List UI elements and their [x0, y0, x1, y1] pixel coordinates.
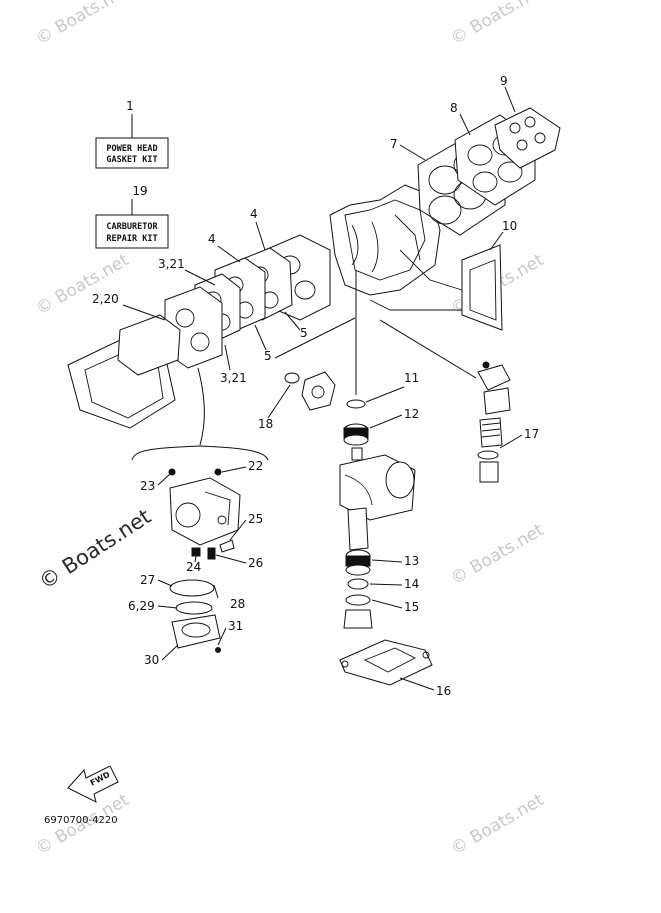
callout-19: 19: [132, 184, 147, 198]
part-17-assembly: [477, 361, 511, 483]
callout-5-upper: 5: [300, 326, 308, 340]
power-head-line1: POWER HEAD: [106, 144, 157, 154]
carburetor-repair-kit: 19 CARBURETOR REPAIR KIT: [95, 184, 169, 249]
watermark-bottom-right: © Boats.net: [448, 790, 548, 859]
callout-8: 8: [450, 101, 458, 115]
diagram-code: 6970700-4220: [44, 815, 118, 826]
callout-14: 14: [404, 577, 419, 591]
part-25-clip: [219, 539, 235, 553]
callout-25: 25: [248, 512, 263, 526]
callout-23: 23: [140, 479, 155, 493]
callout-9: 9: [500, 74, 508, 88]
carburetor-line1: CARBURETOR: [106, 222, 158, 232]
crankshaft-assembly: [339, 399, 416, 629]
callout-22: 22: [248, 459, 263, 473]
callout-18: 18: [258, 417, 273, 431]
callout-12: 12: [404, 407, 419, 421]
callout-10: 10: [502, 219, 517, 233]
callout-31: 31: [228, 619, 243, 633]
callout-4-upper: 4: [250, 207, 258, 221]
callout-7: 7: [390, 137, 398, 151]
callout-3-21-lower: 3,21: [220, 371, 247, 385]
callout-30: 30: [144, 653, 159, 667]
callout-28: 28: [230, 597, 245, 611]
carburetor-line2: REPAIR KIT: [106, 234, 157, 244]
watermark-mid-left: © Boats.net: [33, 250, 133, 319]
callout-17: 17: [524, 427, 539, 441]
callout-6-29: 6,29: [128, 599, 155, 613]
float-chamber-group: [169, 579, 221, 653]
part-23-screw: [168, 468, 176, 476]
power-head-gasket-kit: 1 POWER HEAD GASKET KIT: [95, 99, 169, 169]
callout-5-lower: 5: [264, 349, 272, 363]
callout-16: 16: [436, 684, 451, 698]
callout-4-lower: 4: [208, 232, 216, 246]
callout-27: 27: [140, 573, 155, 587]
intake-silencer: [67, 314, 181, 429]
part-24-jet: [191, 547, 201, 557]
watermark-large: © Boats.net: [35, 504, 156, 594]
callout-26: 26: [248, 556, 263, 570]
callout-1: 1: [126, 99, 134, 113]
callout-13: 13: [404, 554, 419, 568]
callout-15: 15: [404, 600, 419, 614]
callout-3-21-upper: 3,21: [158, 257, 185, 271]
callout-11: 11: [404, 371, 419, 385]
part-22-screw: [214, 468, 222, 476]
part-18-cover: [284, 371, 336, 411]
watermark-top-right: © Boats.net: [448, 0, 548, 49]
crankcase-block: [329, 184, 463, 311]
cylinder-head-assembly: [417, 107, 561, 236]
watermark-top-left: © Boats.net: [33, 0, 133, 49]
part-26-needle: [207, 547, 216, 560]
watermark-lower-right: © Boats.net: [448, 520, 548, 589]
callout-24: 24: [186, 560, 201, 574]
intake-gasket-stack: [164, 234, 331, 369]
part-10-plate: [461, 244, 503, 331]
power-head-line2: GASKET KIT: [106, 155, 157, 165]
fwd-arrow: FWD: [67, 765, 119, 803]
callout-2-20: 2,20: [92, 292, 119, 306]
carburetor-body: [169, 477, 241, 546]
part-16-base-gasket: [339, 639, 433, 686]
